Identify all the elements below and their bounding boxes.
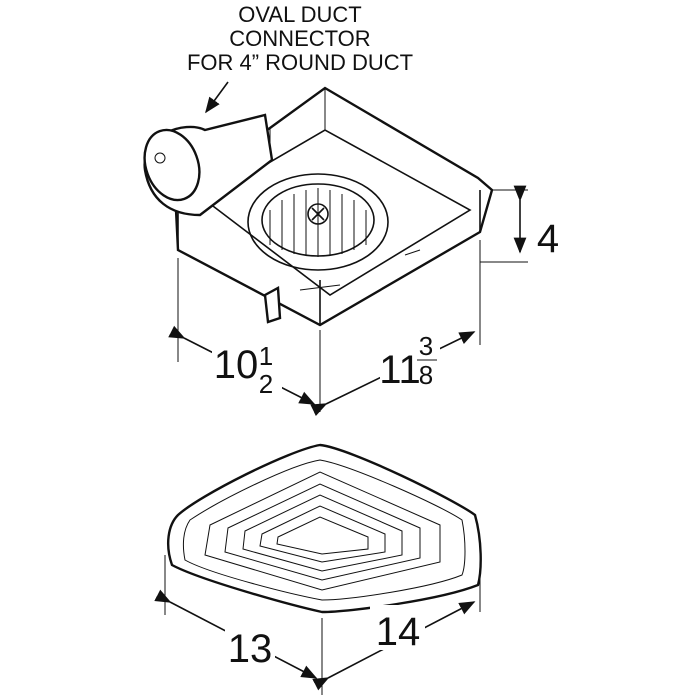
- grille-dimensions: 13 14: [154, 555, 481, 695]
- housing-width-whole: 10: [214, 343, 259, 387]
- fan-housing: [143, 86, 494, 327]
- callout-line-1: OVAL DUCT: [238, 2, 361, 27]
- housing-length-num: 3: [419, 331, 433, 361]
- height-value: 4: [537, 217, 559, 261]
- housing-length-whole: 11: [379, 348, 421, 392]
- housing-width-num: 1: [259, 341, 273, 371]
- housing-width-den: 2: [259, 369, 273, 399]
- callout-arrow: [205, 81, 229, 114]
- grille-width-value: 13: [228, 627, 273, 671]
- grille-length-value: 14: [376, 610, 421, 654]
- grille: [166, 443, 482, 614]
- height-dimension: 4: [480, 185, 559, 263]
- housing-dimensions: 10 1 2 11 3 8: [168, 240, 481, 417]
- callout-line-3: FOR 4” ROUND DUCT: [187, 50, 413, 75]
- duct-connector-callout: OVAL DUCT CONNECTOR FOR 4” ROUND DUCT: [187, 2, 413, 114]
- callout-line-2: CONNECTOR: [229, 26, 370, 51]
- housing-length-den: 8: [419, 360, 433, 390]
